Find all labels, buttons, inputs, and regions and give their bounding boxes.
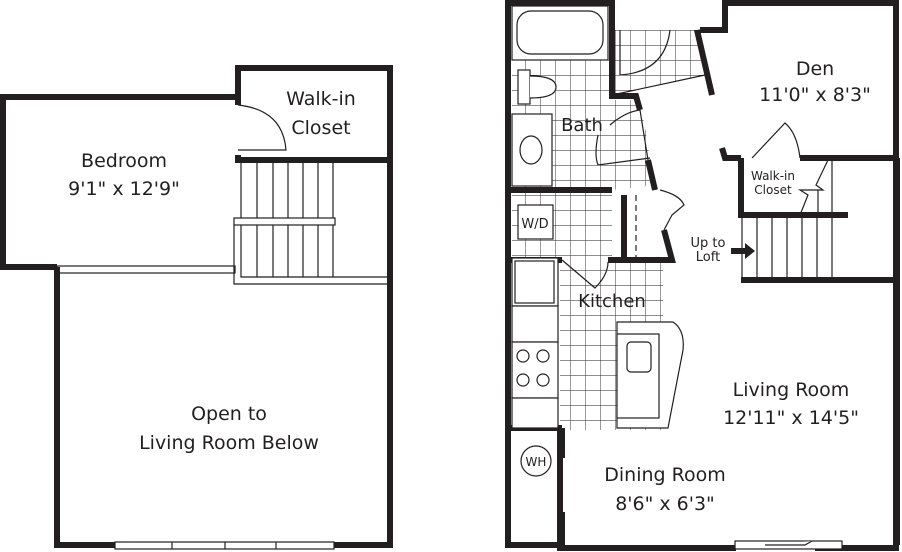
kitchen-island: [616, 321, 684, 429]
living-room-label: Living Room: [733, 379, 850, 401]
balcony-rail: [56, 217, 390, 285]
fridge: [511, 257, 559, 307]
hall-closet: [635, 189, 685, 258]
bathtub: [511, 5, 609, 61]
stairs-label-2: Loft: [696, 250, 720, 265]
closet-door: [237, 104, 287, 151]
open-to-label-2: Living Room Below: [139, 432, 319, 454]
open-to-label: Open to: [191, 403, 267, 425]
sliding-door: [734, 540, 843, 550]
kitchen-label: Kitchen: [578, 291, 646, 312]
loft-closet-label-2: Closet: [291, 117, 350, 139]
den-closet-label: Walk-in: [751, 169, 795, 183]
loft-stairs: [240, 160, 334, 277]
up-arrow-icon: [731, 243, 755, 259]
counter: [511, 305, 559, 429]
bedroom-walls: [0, 65, 393, 548]
bath-doors: [595, 29, 706, 166]
svg-text:W/D: W/D: [521, 217, 548, 232]
den-size: 11'0" x 8'3": [759, 84, 871, 106]
loft-closet-label: Walk-in: [286, 88, 356, 110]
bedroom-label: Bedroom: [81, 150, 167, 172]
toilet: [517, 69, 557, 105]
bath-label: Bath: [561, 115, 603, 136]
main-stairs: [741, 160, 833, 280]
stove-burners: [516, 349, 550, 387]
dining-room-label: Dining Room: [604, 464, 725, 486]
washer-dryer: W/D: [517, 204, 554, 240]
stairs-label: Up to: [691, 236, 726, 251]
bathroom-sink: [511, 113, 553, 187]
main-floor-plan: W/D: [505, 0, 900, 551]
kitchen-door: [561, 259, 609, 289]
water-heater: WH: [520, 445, 552, 477]
loft-plan: Walk-in Closet Bedroom 9'1" x 12'9" Open…: [0, 65, 393, 550]
dining-room-size: 8'6" x 6'3": [615, 493, 715, 515]
den-closet: [751, 122, 829, 216]
living-room-size: 12'11" x 14'5": [723, 407, 859, 429]
bedroom-size: 9'1" x 12'9": [68, 178, 180, 200]
loft-window: [114, 541, 335, 550]
den-label: Den: [796, 58, 834, 80]
den-closet-label-2: Closet: [754, 183, 792, 197]
svg-text:WH: WH: [526, 455, 547, 469]
